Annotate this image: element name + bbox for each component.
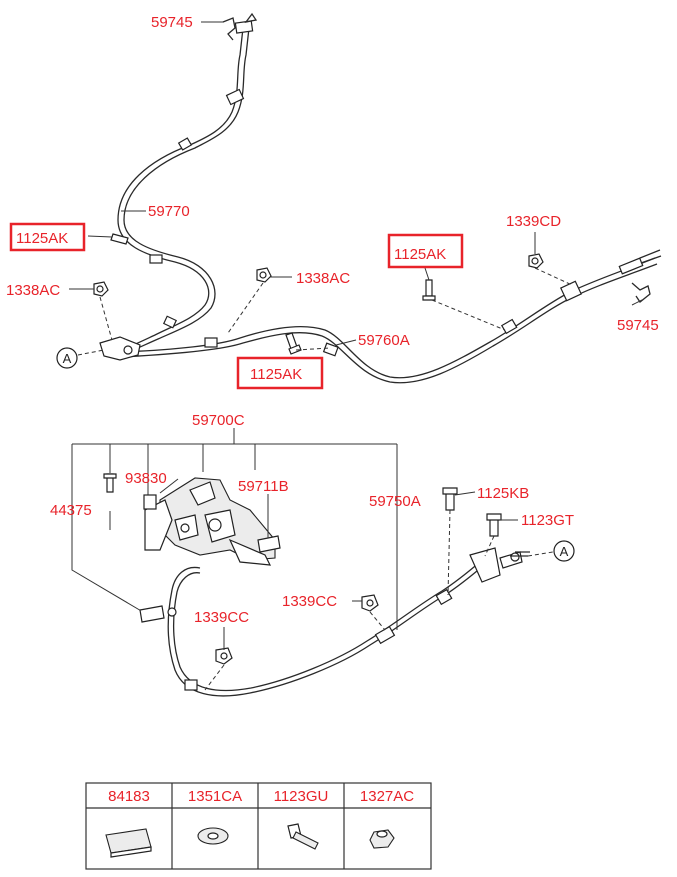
table-header-3: 1123GU bbox=[274, 788, 329, 805]
label-59750a: 59750A bbox=[369, 493, 421, 510]
label-59745-right: 59745 bbox=[617, 317, 659, 334]
label-93830: 93830 bbox=[125, 470, 167, 487]
label-1338ac-mid: 1338AC bbox=[296, 270, 350, 287]
ref-circle-a-upper bbox=[56, 347, 78, 369]
pad-icon bbox=[105, 828, 152, 858]
highlight-box-1125ak-left bbox=[9, 222, 86, 252]
part-labels: 59745 59770 1125AK 1338AC 1338AC 1125AK … bbox=[6, 14, 659, 626]
label-1125ak-left: 1125AK bbox=[16, 230, 68, 247]
label-1339cd: 1339CD bbox=[506, 213, 561, 230]
table-header-1: 84183 bbox=[108, 788, 150, 805]
highlight-box-1125ak-right bbox=[387, 233, 464, 269]
label-59760a: 59760A bbox=[358, 332, 410, 349]
nut-icon bbox=[369, 829, 395, 849]
label-1125ak-bottom: 1125AK bbox=[250, 366, 302, 383]
label-59700c: 59700C bbox=[192, 412, 245, 429]
label-59745-top: 59745 bbox=[151, 14, 193, 31]
label-1123gt: 1123GT bbox=[521, 512, 574, 529]
label-59711b: 59711B bbox=[238, 478, 289, 495]
washer-icon bbox=[197, 827, 229, 845]
label-44375: 44375 bbox=[50, 502, 92, 519]
highlight-boxes bbox=[9, 222, 464, 390]
bolt-icon bbox=[287, 823, 319, 850]
label-1125ak-right: 1125AK bbox=[394, 246, 446, 263]
label-59770: 59770 bbox=[148, 203, 190, 220]
table-header-2: 1351CA bbox=[188, 788, 242, 805]
label-1339cc-left: 1339CC bbox=[194, 609, 249, 626]
label-1338ac-left: 1338AC bbox=[6, 282, 60, 299]
ref-label-a-lower: A bbox=[560, 544, 569, 559]
ref-circle-a-lower bbox=[553, 540, 575, 562]
table-header-4: 1327AC bbox=[360, 788, 414, 805]
upper-cable-assembly bbox=[69, 12, 662, 384]
parts-table: 84183 1351CA 1123GU 1327AC bbox=[85, 782, 432, 870]
label-1339cc-right: 1339CC bbox=[282, 593, 337, 610]
reference-markers: A A bbox=[56, 347, 575, 562]
label-1125kb: 1125KB bbox=[477, 485, 529, 502]
ref-label-a-upper: A bbox=[63, 351, 72, 366]
lower-lever-assembly bbox=[71, 428, 554, 697]
highlight-box-1125ak-bottom bbox=[236, 356, 324, 390]
